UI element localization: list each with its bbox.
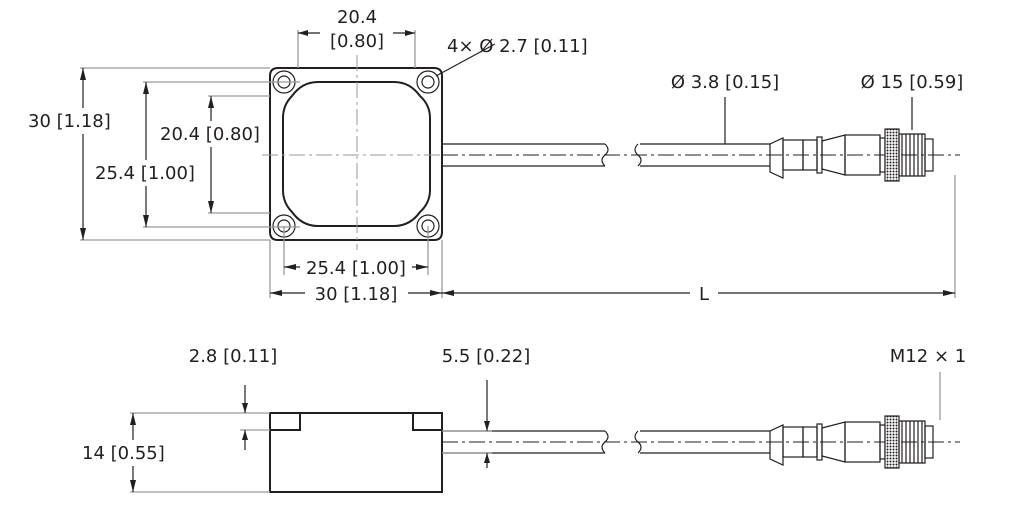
mounting-holes <box>272 70 440 238</box>
dim-height-inner: 20.4 [0.80] <box>160 124 260 145</box>
dim-cable-offset: 5.5 [0.22] <box>442 346 530 367</box>
dim-width-inner-mm: 20.4 <box>337 7 377 28</box>
dim-width-holes: 25.4 [1.00] <box>306 258 406 279</box>
cable <box>442 143 605 167</box>
dim-width-inner-in: [0.80] <box>330 31 384 52</box>
side-body-outline <box>269 412 443 493</box>
dim-thread: M12 × 1 <box>890 346 966 367</box>
dim-length: L <box>699 284 709 305</box>
dim-cable-diameter: Ø 3.8 [0.15] <box>671 72 779 93</box>
dim-notch-depth: 2.8 [0.11] <box>189 346 277 367</box>
dim-connector-diameter: Ø 15 [0.59] <box>861 72 964 93</box>
sensor-face-outline <box>282 81 431 227</box>
dim-height-outer: 30 [1.18] <box>28 111 111 132</box>
dim-holes: 4× Ø 2.7 [0.11] <box>447 36 588 57</box>
side-view: 2.8 [0.11] 5.5 [0.22] 14 [0.55] M12 × 1 <box>78 346 966 493</box>
top-view: 20.4 [0.80] 4× Ø 2.7 [0.11] 30 [1.18] 25… <box>15 7 963 305</box>
dim-height: 14 [0.55] <box>82 443 165 464</box>
sensor-body-outline <box>269 67 443 241</box>
dim-width-outer: 30 [1.18] <box>315 284 398 305</box>
dim-height-holes: 25.4 [1.00] <box>95 163 195 184</box>
